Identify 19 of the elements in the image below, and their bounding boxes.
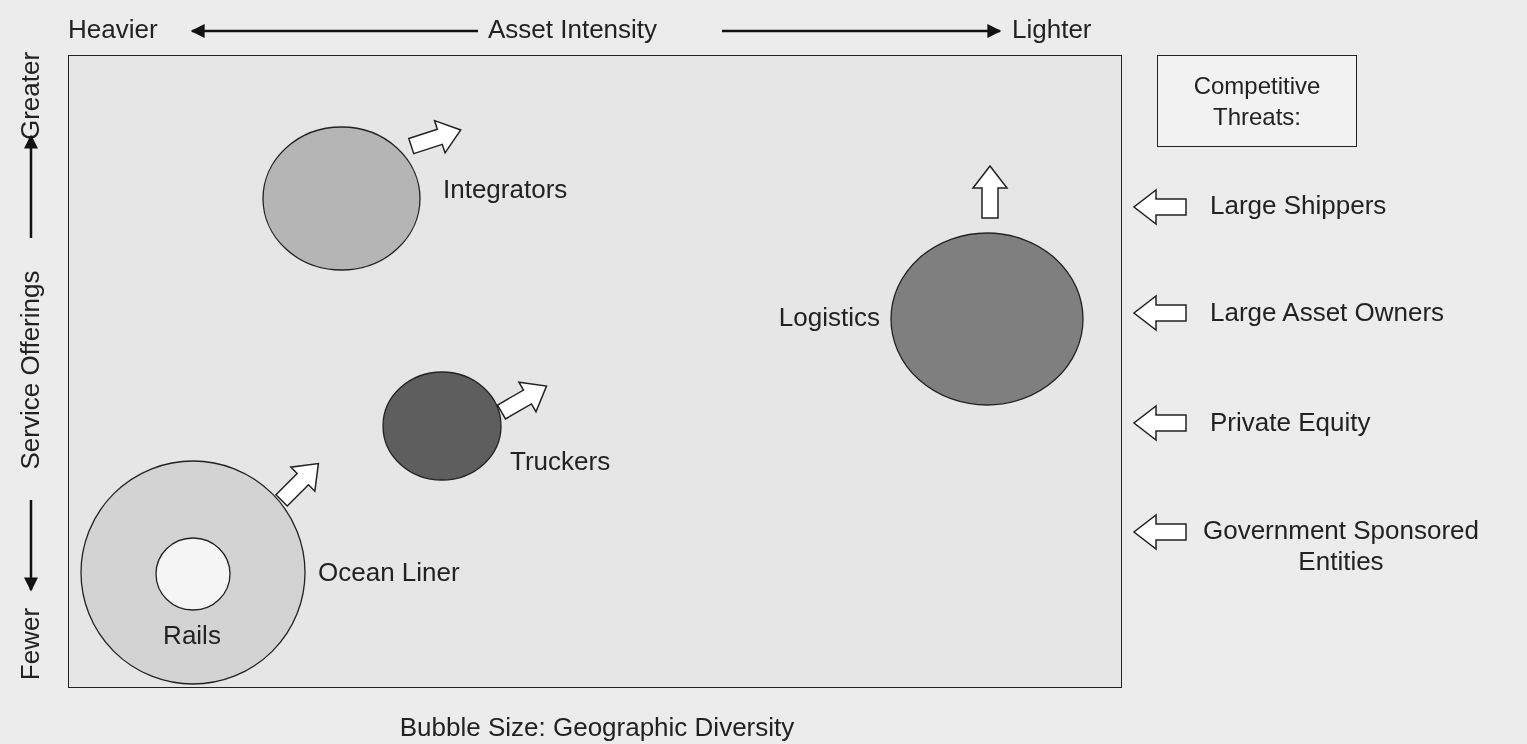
axis-title: Asset Intensity	[488, 14, 658, 46]
threat-label: Private Equity	[1210, 407, 1371, 439]
axis-end-label: Heavier	[68, 14, 158, 46]
bubble-label: Logistics	[778, 302, 880, 334]
bubble-label: Integrators	[443, 174, 568, 206]
box-heading: Competitive Threats:	[1192, 70, 1322, 132]
text-box	[1157, 55, 1357, 147]
threat-label: Government Sponsored Entities	[1201, 515, 1480, 578]
axis-title: Service Offerings	[15, 270, 47, 470]
bubble-label: Rails	[163, 620, 221, 652]
axis-end-label: Greater	[15, 51, 47, 141]
caption: Bubble Size: Geographic Diversity	[399, 712, 795, 744]
bubble-label: Ocean Liner	[318, 557, 460, 589]
bubble-label: Truckers	[510, 446, 611, 478]
axis-end-label: Lighter	[1012, 14, 1092, 46]
axis-end-label: Fewer	[15, 607, 47, 681]
threat-label: Large Shippers	[1210, 190, 1387, 222]
chart-frame	[68, 55, 1122, 688]
threat-label: Large Asset Owners	[1210, 297, 1445, 329]
